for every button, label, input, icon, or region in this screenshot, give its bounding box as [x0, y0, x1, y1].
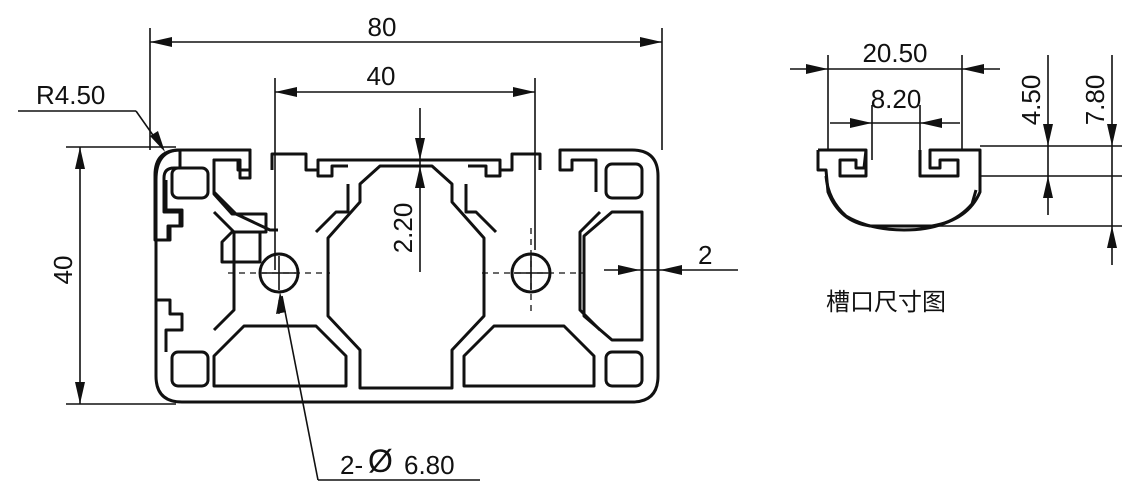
profile-outer-boundary [154, 148, 660, 404]
cavity-right-top [604, 162, 644, 200]
arrow-side-wall-left [618, 265, 640, 275]
slot-caption: 槽口尺寸图 [826, 288, 946, 316]
cavity-center [326, 164, 486, 390]
arrow-depth-total-bottom [1107, 226, 1117, 248]
profile-outer-contour [180, 148, 268, 264]
profile-dimensions: 80 40 R4.50 40 2.20 2 2- Ø [18, 12, 738, 481]
dim-slot-outer-width: 20.50 [862, 38, 927, 68]
cavity-left-top [170, 166, 210, 200]
dim-slot-depth-total: 7.80 [1080, 75, 1110, 126]
dim-hole-spacing: 40 [367, 61, 396, 91]
arrow-side-wall-right [660, 265, 682, 275]
arrow-slot-outer-left [806, 64, 828, 74]
dim-holes-diameter: 6.80 [404, 450, 455, 480]
arrow-holes [276, 292, 286, 314]
arrow-depth-inner-top [1043, 124, 1053, 146]
arrow-spacing-right [513, 87, 535, 97]
arrow-slot-open-left [850, 118, 872, 128]
cavity-right-bottom [604, 350, 644, 388]
arrow-width-left [150, 37, 172, 47]
arrow-slot-open-right [920, 118, 942, 128]
diameter-symbol: Ø [368, 443, 393, 479]
slot-detail-view: 20.50 8.20 4.50 7.80 槽口尺寸图 [790, 38, 1122, 316]
arrow-height-bottom [75, 382, 85, 404]
arrow-depth-inner-bottom [1043, 176, 1053, 198]
dim-slot-depth-inner: 4.50 [1016, 75, 1046, 126]
arrow-height-top [75, 147, 85, 169]
dim-overall-width: 80 [368, 12, 397, 42]
top-slots [270, 152, 542, 178]
inner-webs [212, 184, 602, 332]
arrow-spacing-left [275, 87, 297, 97]
cavity-left-bottom [170, 350, 210, 388]
cavity-left-large [212, 324, 348, 388]
arrow-center-wall-bottom [415, 166, 425, 188]
dim-slot-opening-width: 8.20 [871, 84, 922, 114]
cavity-right-large [462, 324, 596, 388]
arrow-slot-outer-right [962, 64, 984, 74]
slot-inner [824, 175, 978, 232]
cavity-right-side [582, 210, 644, 342]
profile-cross-section [153, 148, 660, 404]
dim-holes-prefix: 2- [340, 450, 363, 480]
dim-corner-radius: R4.50 [36, 80, 105, 110]
arrow-center-wall-top [415, 138, 425, 160]
dim-side-wall: 2 [698, 240, 712, 270]
arrow-depth-total-top [1107, 124, 1117, 146]
arrow-width-right [640, 37, 662, 47]
dim-center-wall: 2.20 [388, 203, 418, 254]
dim-height: 40 [48, 256, 78, 285]
slot-outline [816, 148, 982, 228]
leader-holes [281, 295, 319, 481]
